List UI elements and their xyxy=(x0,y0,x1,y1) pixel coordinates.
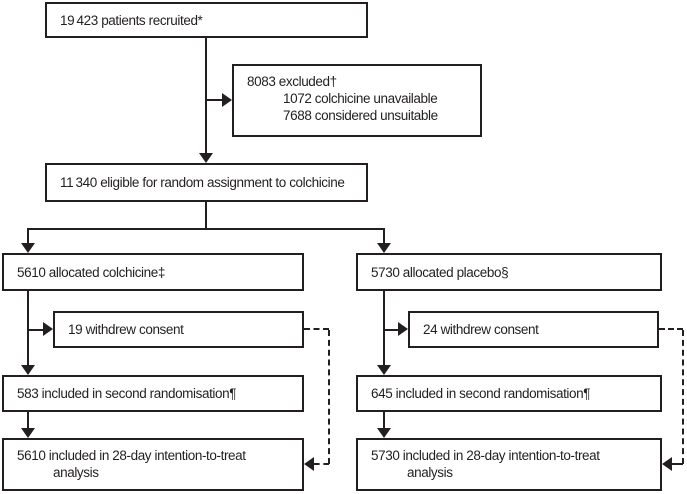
connector-recruited-eligible xyxy=(205,38,207,153)
connector-to-excluded xyxy=(207,99,222,101)
arrowhead-dashed-into-itt-colchicine xyxy=(304,457,314,471)
box-second-randomisation-colchicine: 583 included in second randomisation¶ xyxy=(2,375,304,412)
connector-to-withdrew-colchicine xyxy=(29,329,43,331)
connector-branch-colchicine xyxy=(27,230,29,243)
dashed-withdrew-colchicine-out xyxy=(304,328,329,330)
allocated-placebo-label: 5730 allocated placebo§ xyxy=(371,264,509,280)
dashed-withdrew-placebo-out xyxy=(659,328,683,330)
box-withdrew-placebo: 24 withdrew consent xyxy=(408,311,659,348)
itt-colchicine-line1: 5610 included in 28-day intention-to-tre… xyxy=(17,448,246,463)
withdrew-placebo-label: 24 withdrew consent xyxy=(423,322,539,337)
excluded-title: 8083 excluded† xyxy=(247,74,337,89)
arrowhead-into-withdrew-colchicine xyxy=(43,322,53,336)
arrowhead-into-second-rand-placebo xyxy=(377,365,391,375)
itt-placebo-line1: 5730 included in 28-day intention-to-tre… xyxy=(371,448,600,463)
connector-into-itt-colchicine xyxy=(27,412,29,428)
arrowhead-into-allocated-colchicine xyxy=(21,243,35,253)
allocated-colchicine-label: 5610 allocated colchicine‡ xyxy=(17,264,165,280)
dashed-withdrew-placebo-in xyxy=(672,463,683,465)
box-itt-placebo: 5730 included in 28-day intention-to-tre… xyxy=(356,438,662,491)
box-recruited: 19 423 patients recruited* xyxy=(45,2,368,38)
connector-branch-placebo xyxy=(383,230,385,243)
box-withdrew-colchicine: 19 withdrew consent xyxy=(53,311,304,348)
excluded-reason: 7688 considered unsuitable xyxy=(283,108,438,123)
connector-into-itt-placebo xyxy=(383,412,385,428)
box-excluded: 8083 excluded† 1072 colchicine unavailab… xyxy=(232,64,482,137)
second-randomisation-placebo-label: 645 included in second randomisation¶ xyxy=(371,386,591,401)
arrowhead-into-itt-colchicine xyxy=(21,428,35,438)
recruited-label: 19 423 patients recruited* xyxy=(60,12,203,28)
dashed-withdrew-placebo-down xyxy=(682,330,684,464)
dashed-withdrew-colchicine-down xyxy=(328,330,330,464)
connector-colchicine-main xyxy=(27,291,29,365)
itt-colchicine-line2: analysis xyxy=(53,465,99,480)
eligible-label: 11 340 eligible for random assignment to… xyxy=(60,175,345,190)
excluded-reason: 1072 colchicine unavailable xyxy=(283,91,438,106)
dashed-withdrew-colchicine-in xyxy=(314,463,329,465)
box-itt-colchicine: 5610 included in 28-day intention-to-tre… xyxy=(2,438,304,491)
second-randomisation-colchicine-label: 583 included in second randomisation¶ xyxy=(17,386,237,401)
arrowhead-into-excluded xyxy=(222,93,232,107)
box-eligible: 11 340 eligible for random assignment to… xyxy=(45,163,368,202)
itt-placebo-line2: analysis xyxy=(407,465,453,480)
connector-to-withdrew-placebo xyxy=(385,329,398,331)
arrowhead-into-second-rand-colchicine xyxy=(21,365,35,375)
branch-line xyxy=(27,228,385,230)
connector-placebo-main xyxy=(383,291,385,365)
arrowhead-into-itt-placebo xyxy=(377,428,391,438)
box-second-randomisation-placebo: 645 included in second randomisation¶ xyxy=(356,375,662,412)
arrowhead-into-allocated-placebo xyxy=(377,243,391,253)
box-allocated-colchicine: 5610 allocated colchicine‡ xyxy=(2,253,304,291)
arrowhead-into-eligible xyxy=(199,153,213,163)
withdrew-colchicine-label: 19 withdrew consent xyxy=(68,322,184,337)
connector-eligible-branch xyxy=(205,202,207,228)
arrowhead-dashed-into-itt-placebo xyxy=(662,457,672,471)
arrowhead-into-withdrew-placebo xyxy=(398,322,408,336)
box-allocated-placebo: 5730 allocated placebo§ xyxy=(356,253,662,291)
